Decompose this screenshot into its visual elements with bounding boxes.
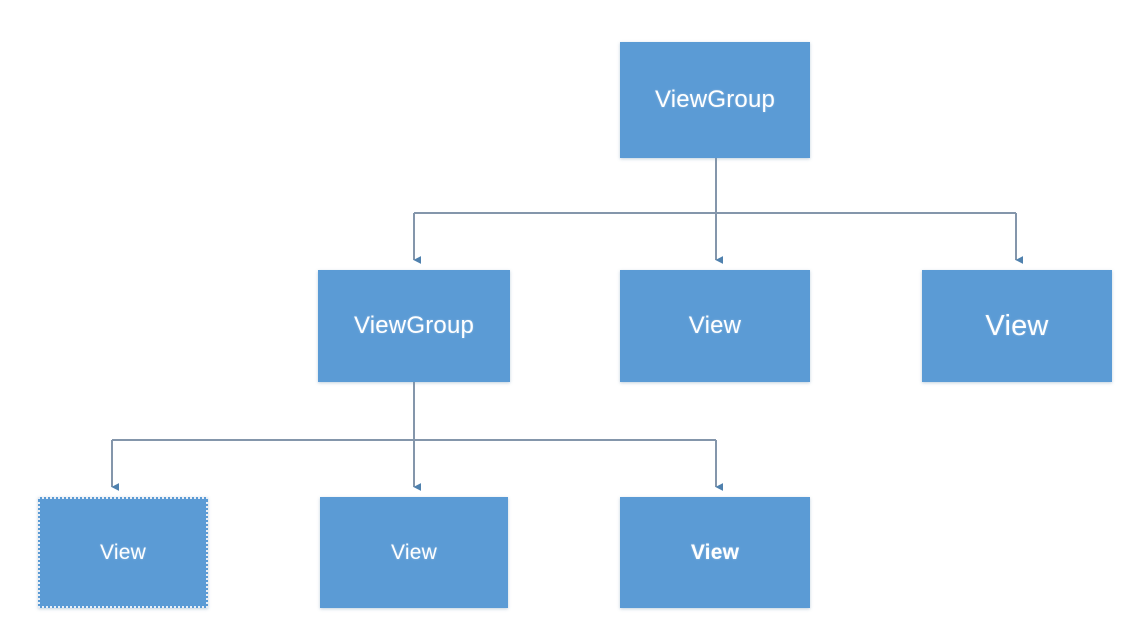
node-leaf-view-middle[interactable]: View [320,497,508,608]
node-label: View [100,541,146,564]
node-label: View [690,541,740,564]
node-root-viewgroup[interactable]: ViewGroup [620,42,810,158]
node-label: View [688,312,742,339]
node-leaf-view-right[interactable]: View [620,497,810,608]
node-leaf-view-left[interactable]: View [38,497,208,608]
node-label: ViewGroup [353,312,475,339]
node-label: View [985,309,1049,342]
node-child-viewgroup[interactable]: ViewGroup [318,270,510,382]
node-label: ViewGroup [654,86,776,113]
node-label: View [391,541,437,564]
node-child-view-middle[interactable]: View [620,270,810,382]
node-child-view-right[interactable]: View [922,270,1112,382]
